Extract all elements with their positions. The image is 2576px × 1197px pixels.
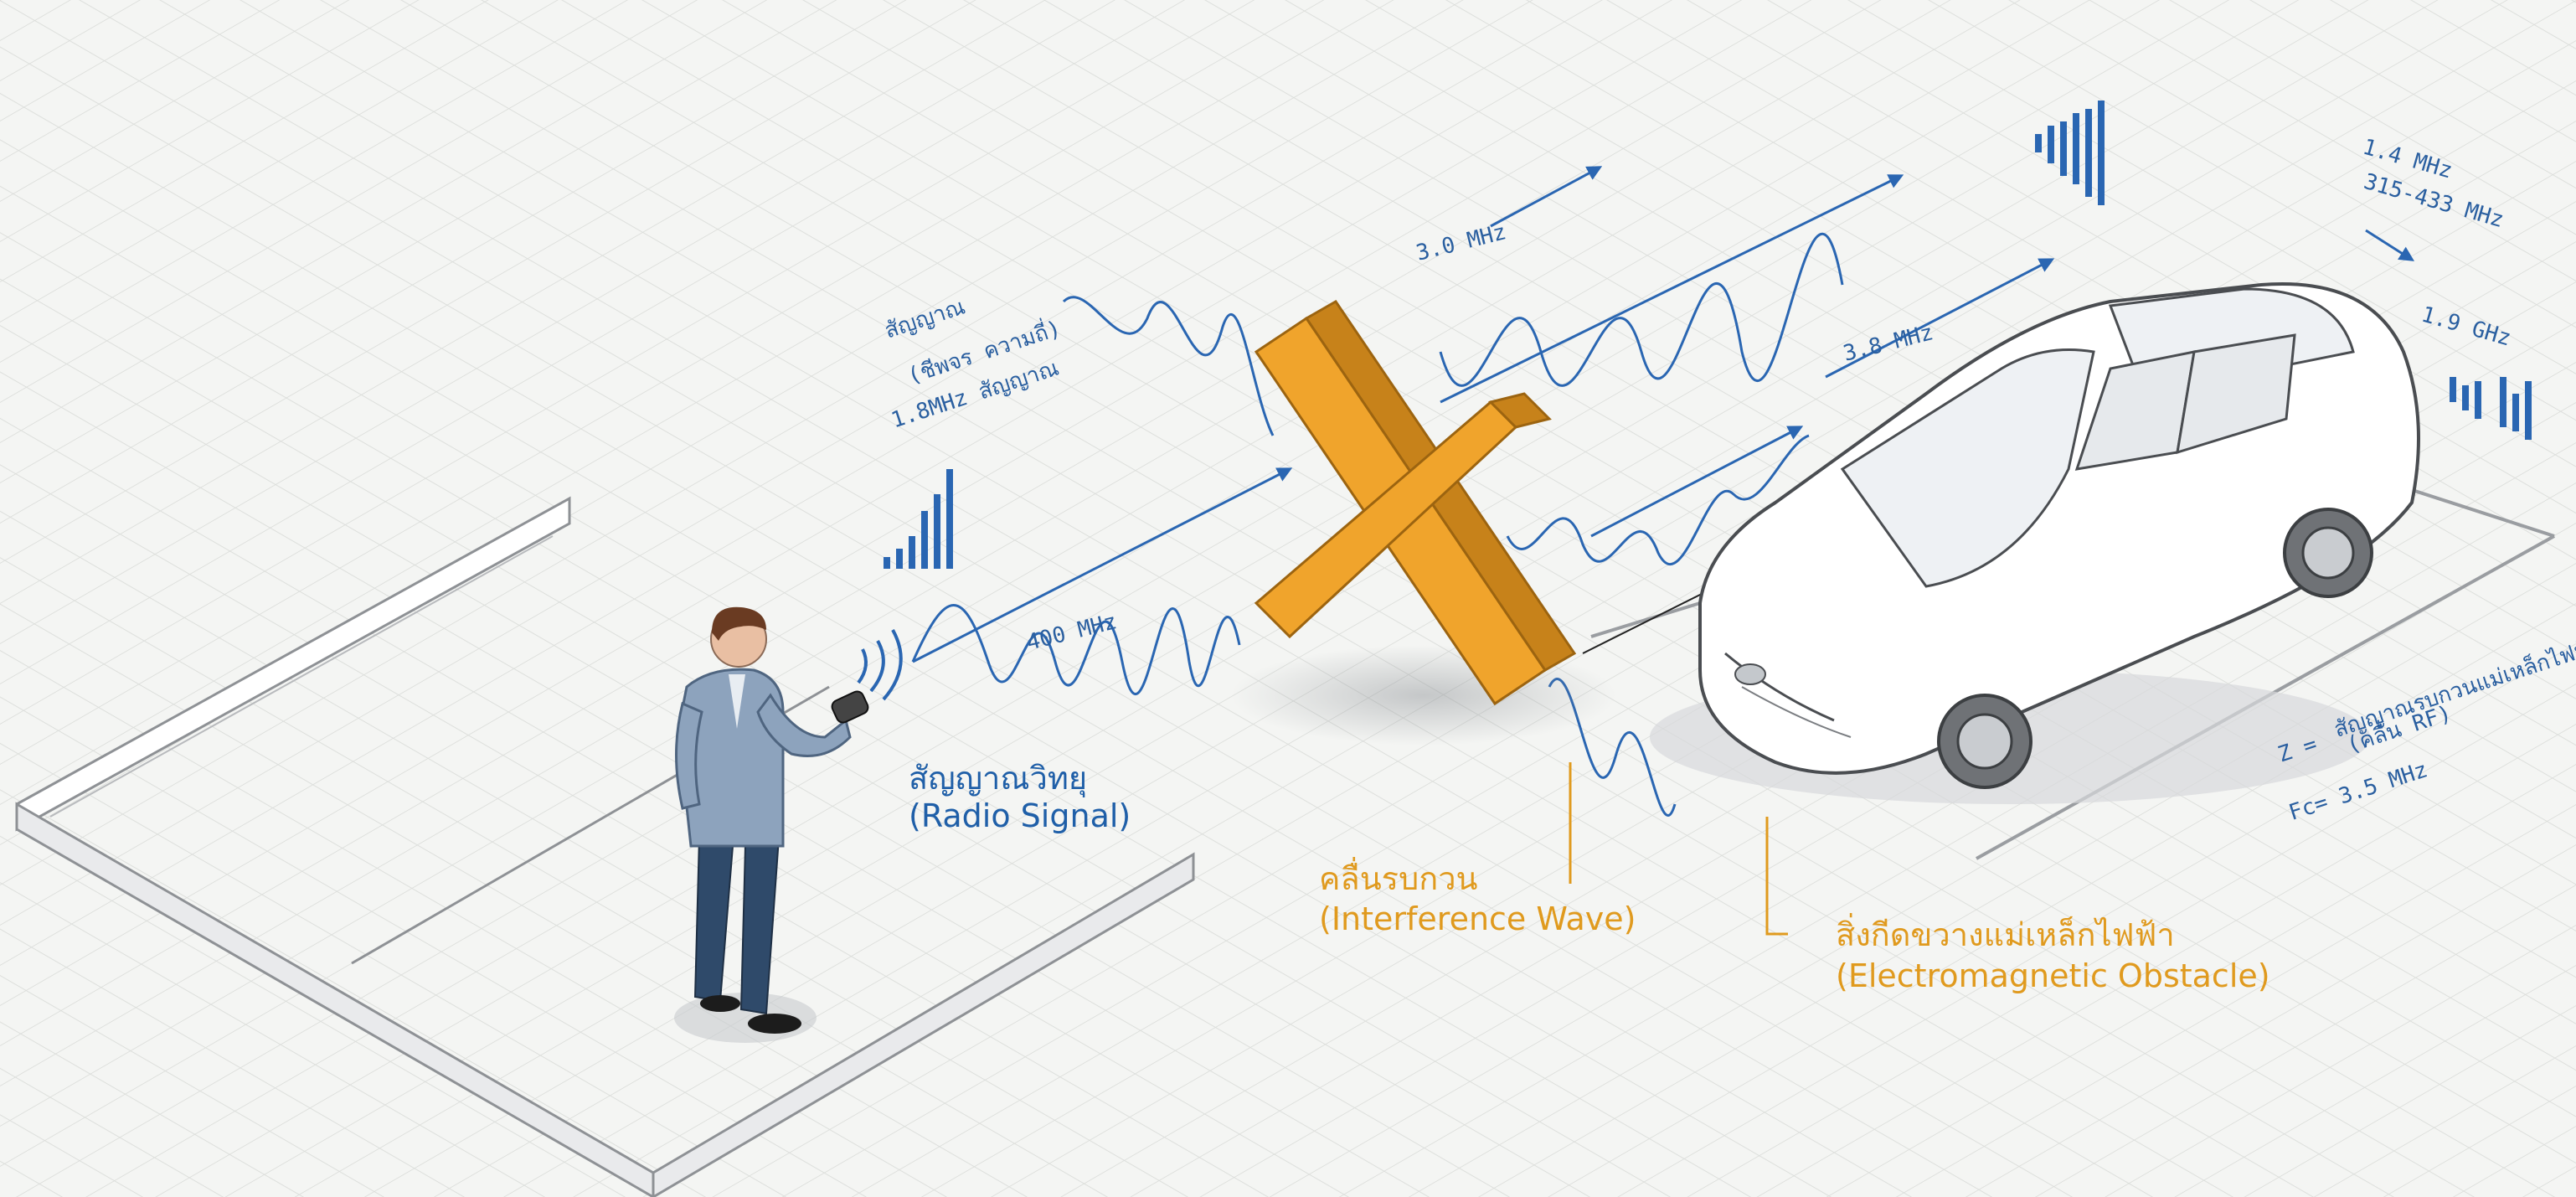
radio-signal-label-th: สัญญาณวิทยุ: [909, 760, 1088, 797]
car: [1650, 282, 2420, 804]
signal-strength-icons: [884, 101, 2532, 569]
radio-signal-label-en: (Radio Signal): [909, 797, 1131, 834]
obstacle-label-th: สิ่งกีดขวางแม่เหล็กไฟฟ้า: [1836, 916, 2175, 953]
person-with-remote: [674, 606, 903, 1043]
radio-waves: [911, 166, 2415, 817]
interference-label-en: (Interference Wave): [1319, 900, 1636, 937]
parking-wall: [15, 496, 1195, 1197]
interference-label-th: คลื่นรบกวน: [1319, 860, 1478, 897]
callout-lines: [1569, 762, 1788, 936]
interference-x-icon: [1231, 300, 1616, 746]
obstacle-label-en: (Electromagnetic Obstacle): [1836, 957, 2270, 994]
